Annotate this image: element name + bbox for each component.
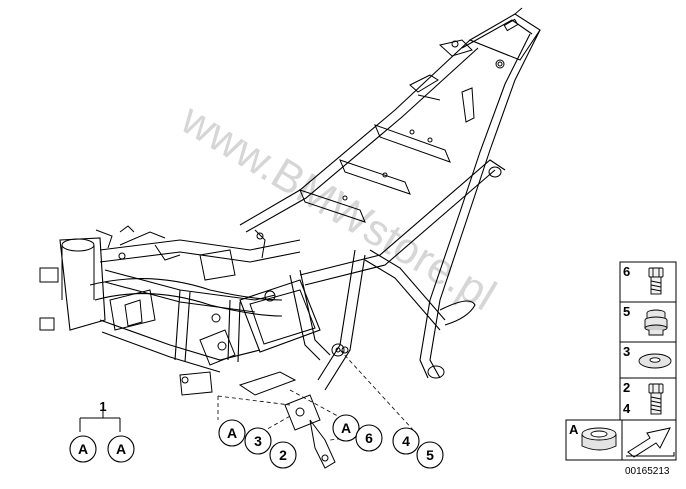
legend-row-6[interactable]: 6 bbox=[619, 261, 677, 303]
legend-label: A bbox=[569, 422, 579, 437]
callout-group-1-a-left[interactable]: A bbox=[69, 435, 97, 463]
callout-label: 4 bbox=[402, 433, 410, 449]
legend-arrow-cell bbox=[621, 419, 677, 461]
callout-4[interactable]: 4 bbox=[392, 427, 420, 455]
callout-5[interactable]: 5 bbox=[416, 441, 444, 469]
legend-row-2-4[interactable]: 2 4 bbox=[619, 377, 677, 421]
rubber-grommet-icon bbox=[581, 427, 617, 451]
callout-group-1-a-right[interactable]: A bbox=[107, 435, 135, 463]
callout-a-right[interactable]: A bbox=[332, 414, 360, 442]
callout-a-left[interactable]: A bbox=[218, 419, 246, 447]
callout-label: 6 bbox=[365, 430, 373, 446]
arrow-icon bbox=[626, 427, 675, 458]
legend-row-3[interactable]: 3 bbox=[619, 341, 677, 379]
callout-label: A bbox=[78, 441, 88, 457]
callout-2[interactable]: 2 bbox=[269, 441, 297, 469]
legend-label: 4 bbox=[623, 401, 631, 416]
callout-label: 3 bbox=[254, 433, 262, 449]
motorcycle-frame-drawing bbox=[39, 7, 541, 469]
parts-legend: 6 5 bbox=[565, 261, 677, 461]
callout-label: A bbox=[341, 420, 351, 436]
legend-row-a[interactable]: A bbox=[565, 419, 623, 461]
callout-label: A bbox=[116, 441, 126, 457]
rubber-buffer-icon bbox=[644, 309, 668, 336]
group-label-1: 1 bbox=[99, 399, 106, 414]
callout-label: 2 bbox=[279, 447, 287, 463]
legend-row-5[interactable]: 5 bbox=[619, 301, 677, 343]
legend-label: 6 bbox=[623, 264, 630, 279]
hex-bolt-icon bbox=[648, 383, 664, 415]
washer-icon bbox=[638, 353, 672, 369]
callout-6[interactable]: 6 bbox=[355, 424, 383, 452]
callout-3[interactable]: 3 bbox=[244, 427, 272, 455]
legend-label: 5 bbox=[623, 304, 630, 319]
legend-label: 2 bbox=[623, 380, 630, 395]
legend-label: 3 bbox=[623, 344, 630, 359]
document-number: 00165213 bbox=[625, 466, 670, 477]
watermark-text: www.BMWstore.pl bbox=[172, 94, 504, 320]
callout-label: 5 bbox=[426, 447, 434, 463]
callout-label: A bbox=[227, 425, 237, 441]
hex-bolt-short-icon bbox=[648, 267, 664, 295]
